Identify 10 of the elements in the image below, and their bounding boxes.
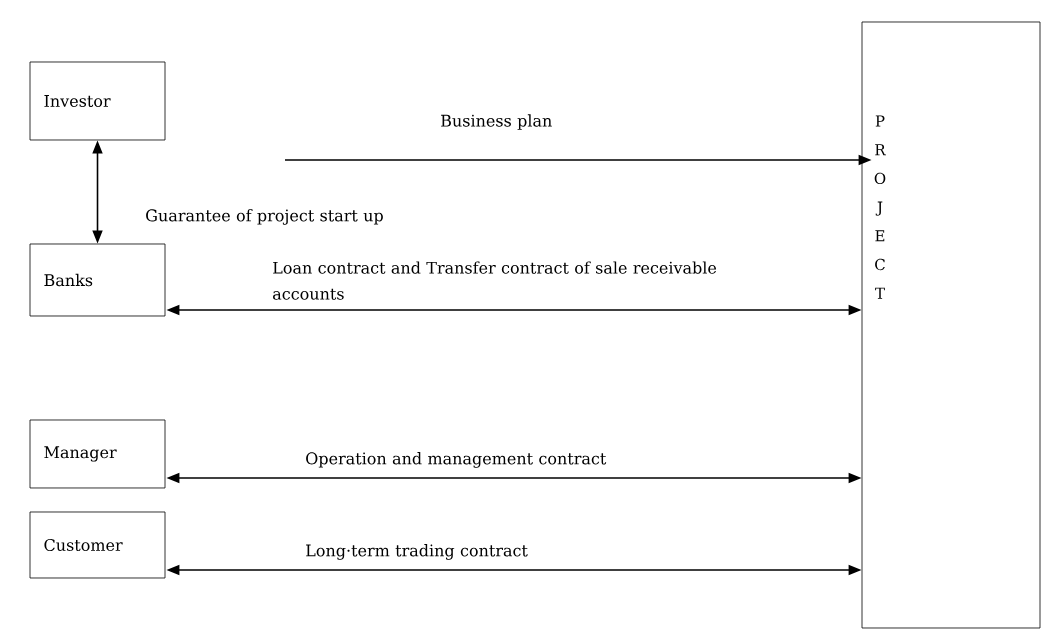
party-box: Investor [29,61,166,141]
edge-label: Operation and management contract [306,452,607,468]
party-box: Customer [29,511,166,579]
edge-label: Long·term trading contract [306,544,528,560]
edge-label: Business plan [441,114,552,130]
party-box: Banks [29,243,166,317]
edge-label: Guarantee of project start up [146,209,383,225]
party-box: Manager [29,419,166,489]
project-box: P R O J E C T [861,21,1041,629]
edge-label: Loan contract and Transfer contract of sale receivable accounts [273,261,717,300]
